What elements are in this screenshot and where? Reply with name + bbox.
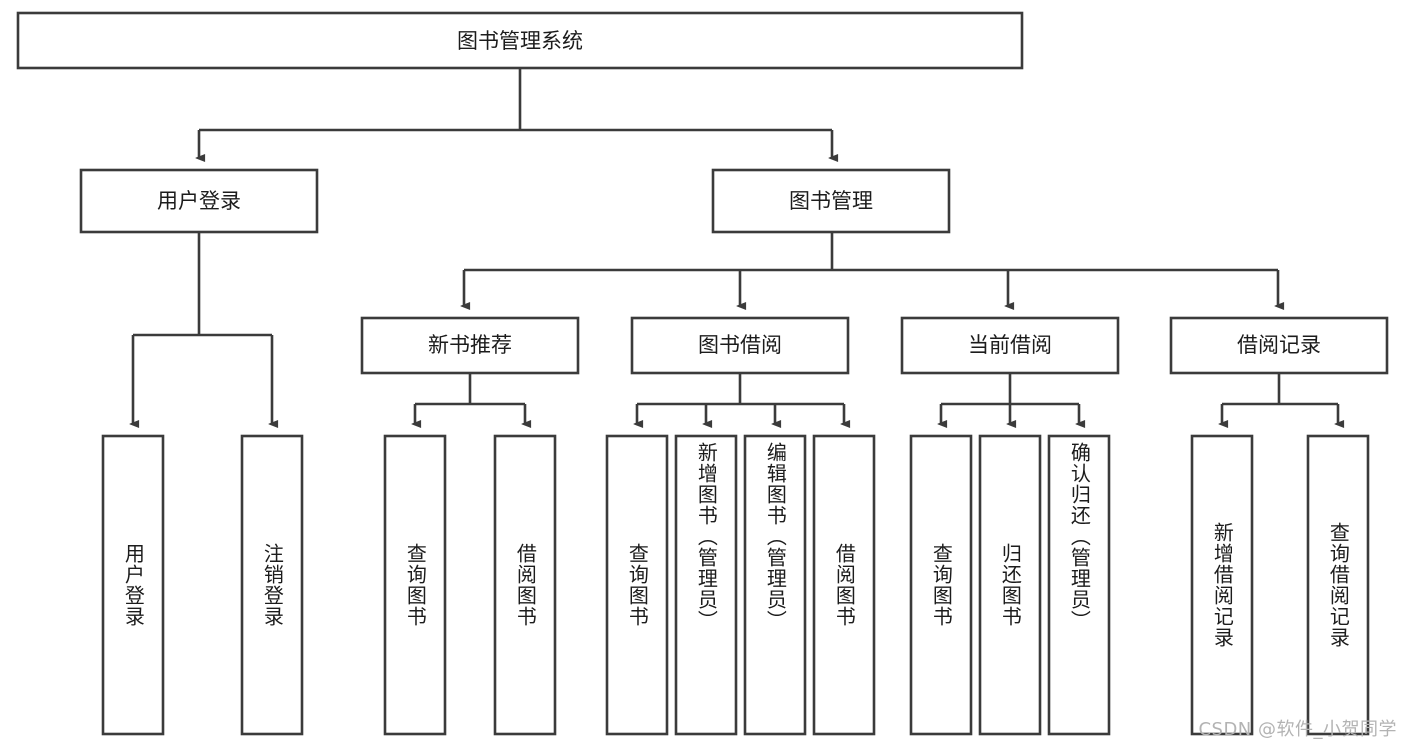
leaf-boxes-book-borrow [605, 434, 876, 736]
node-new-book-rec[interactable]: 新书推荐 [360, 316, 580, 375]
leaf-boxes-current-borrow [909, 434, 1111, 736]
leaf-label-user-login: 用户登录 [121, 543, 146, 627]
leaf-label-wrap-borrow-query: 查询图书 [607, 436, 667, 734]
leaf-label-borrow-do: 借阅图书 [832, 543, 857, 627]
node-borrow-record-label: 借阅记录 [1237, 333, 1321, 357]
leaf-box-borrow-query[interactable] [605, 434, 669, 736]
leaf-label-rec-query: 查询图书 [403, 543, 428, 627]
leaf-label-rec-query2: 查询借阅记录 [1326, 522, 1351, 648]
leaf-boxes-user-login [101, 434, 304, 736]
node-root-label: 图书管理系统 [457, 29, 583, 53]
node-book-borrow-label: 图书借阅 [698, 333, 782, 357]
leaf-label-wrap-user-login: 用户登录 [103, 436, 163, 734]
node-book-borrow[interactable]: 图书借阅 [630, 316, 850, 375]
node-new-book-rec-label: 新书推荐 [428, 333, 512, 357]
connector-borrow-record-branch [1222, 373, 1338, 424]
leaf-box-rec-borrow[interactable] [493, 434, 557, 736]
leaf-label-wrap-rec-query2: 查询借阅记录 [1308, 436, 1368, 734]
leaf-boxes-new-book-rec [383, 434, 557, 736]
leaf-label-rec-add: 新增借阅记录 [1210, 522, 1235, 648]
connector-root-stem [199, 68, 832, 158]
node-user-login[interactable]: 用户登录 [79, 168, 319, 234]
leaf-box-rec-add[interactable] [1190, 434, 1254, 736]
leaf-label-wrap-cur-query: 查询图书 [911, 436, 971, 734]
leaf-label-wrap-cur-confirm: 确认归还（管理员） [1049, 442, 1109, 734]
leaf-label-borrow-add: 新增图书（管理员） [694, 442, 719, 631]
leaf-label-wrap-rec-add: 新增借阅记录 [1192, 436, 1252, 734]
leaf-label-wrap-borrow-add: 新增图书（管理员） [676, 442, 736, 734]
node-book-manage-label: 图书管理 [789, 189, 873, 213]
leaf-boxes-borrow-record [1190, 434, 1370, 736]
leaf-label-borrow-query: 查询图书 [625, 543, 650, 627]
leaf-label-borrow-edit: 编辑图书（管理员） [763, 442, 788, 631]
leaf-label-wrap-cur-return: 归还图书 [980, 436, 1040, 734]
node-borrow-record[interactable]: 借阅记录 [1169, 316, 1389, 375]
leaf-box-cur-return[interactable] [978, 434, 1042, 736]
leaf-box-rec-query[interactable] [383, 434, 447, 736]
leaf-label-cur-confirm: 确认归还（管理员） [1067, 442, 1092, 631]
connector-book-borrow-branch [637, 373, 844, 424]
leaf-box-user-login[interactable] [101, 434, 165, 736]
leaf-label-wrap-rec-borrow: 借阅图书 [495, 436, 555, 734]
leaf-box-cur-confirm[interactable] [1047, 434, 1111, 736]
watermark-text: CSDN @软件_小贺同学 [1198, 719, 1397, 740]
leaf-label-wrap-borrow-edit: 编辑图书（管理员） [745, 442, 805, 734]
leaf-box-borrow-add[interactable] [674, 434, 738, 736]
leaf-box-rec-query2[interactable] [1306, 434, 1370, 736]
node-root[interactable]: 图书管理系统 [16, 11, 1024, 70]
leaf-box-cur-query[interactable] [909, 434, 973, 736]
leaf-label-wrap-borrow-do: 借阅图书 [814, 436, 874, 734]
leaf-box-borrow-edit[interactable] [743, 434, 807, 736]
connector-book-manage-branch [464, 232, 1278, 306]
leaf-label-wrap-rec-query: 查询图书 [385, 436, 445, 734]
connector-user-login-branch [133, 232, 272, 424]
leaf-label-logout: 注销登录 [260, 543, 285, 627]
leaf-label-cur-return: 归还图书 [998, 543, 1023, 627]
leaf-box-logout[interactable] [240, 434, 304, 736]
leaf-label-wrap-logout: 注销登录 [242, 436, 302, 734]
connector-current-borrow-branch [941, 373, 1079, 424]
leaf-box-borrow-do[interactable] [812, 434, 876, 736]
node-current-borrow-label: 当前借阅 [968, 333, 1052, 357]
node-current-borrow[interactable]: 当前借阅 [900, 316, 1120, 375]
leaf-label-cur-query: 查询图书 [929, 543, 954, 627]
node-user-login-label: 用户登录 [157, 189, 241, 213]
connector-new-book-rec-branch [415, 373, 525, 424]
node-book-manage[interactable]: 图书管理 [711, 168, 951, 234]
leaf-label-rec-borrow: 借阅图书 [513, 543, 538, 627]
